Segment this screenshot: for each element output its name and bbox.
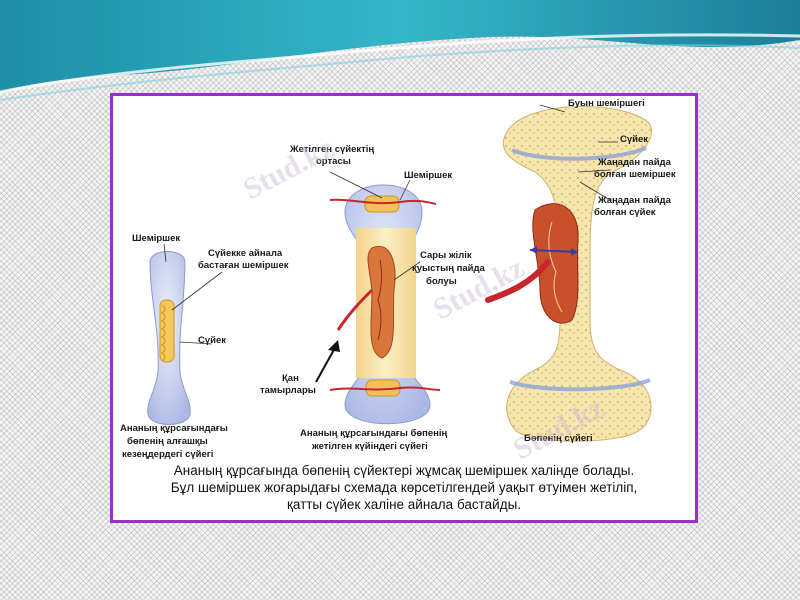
label-b2-vessels-2: тамырлары (260, 385, 316, 396)
bone-3-baby (485, 105, 653, 442)
figure-caption: Ананың құрсағында бөпенің сүйектері жұмс… (110, 462, 698, 513)
label-b2-caption-2: жетілген күйіндегі сүйегі (311, 441, 428, 452)
bone-2-developed (329, 184, 441, 425)
caption-line-1: Ананың құрсағында бөпенің сүйектері жұмс… (173, 463, 635, 478)
label-b2-marrow-2: қуыстың пайда (412, 263, 485, 274)
label-b1-turning-2: бастаған шеміршек (198, 260, 289, 271)
label-b2-center-2: ортасы (316, 156, 351, 167)
label-b3-new-bone-1: Жаңадан пайда (597, 195, 672, 206)
label-b2-marrow-1: Сары жілік (420, 250, 472, 261)
label-b3-joint: Буын шеміршегі (568, 98, 645, 109)
label-b3-caption: Бөпенің сүйегі (524, 433, 593, 444)
label-b3-new-cartilage-2: болған шеміршек (594, 169, 676, 180)
label-b3-new-bone-2: болған сүйек (594, 207, 656, 218)
bone-1-early (147, 251, 191, 425)
header-wave (0, 0, 800, 101)
leader-lines (163, 104, 618, 345)
label-b2-marrow-3: болуы (426, 276, 457, 287)
label-b2-caption-1: Ананың құрсағындағы бөпенің (300, 428, 448, 439)
caption-line-3: қатты сүйек халіне айнала бастайды. (286, 497, 522, 512)
vessel-arrowhead (328, 340, 340, 352)
label-b1-caption-1: Ананың құрсағындағы (120, 423, 228, 434)
label-b3-bone: Сүйек (620, 134, 648, 145)
label-b1-cartilage: Шеміршек (132, 233, 180, 244)
label-b3-new-cartilage-1: Жаңадан пайда (597, 157, 672, 168)
label-b1-turning-1: Сүйекке айнала (208, 248, 283, 259)
label-b1-caption-3: кезеңдердегі сүйегі (122, 449, 213, 460)
label-b2-center-1: Жетілген сүйектің (289, 144, 374, 155)
vessel-arrow (315, 345, 337, 383)
label-b1-caption-2: бөпенің алғашқы (127, 436, 208, 447)
caption-line-2: Бұл шеміршек жоғарыдағы схемада көрсетіл… (170, 480, 638, 495)
label-b2-vessels-1: Қан (282, 373, 299, 384)
label-b2-cartilage: Шеміршек (404, 170, 452, 181)
label-b1-bone: Сүйек (198, 335, 226, 346)
watermark: Stud.kz (238, 131, 340, 206)
